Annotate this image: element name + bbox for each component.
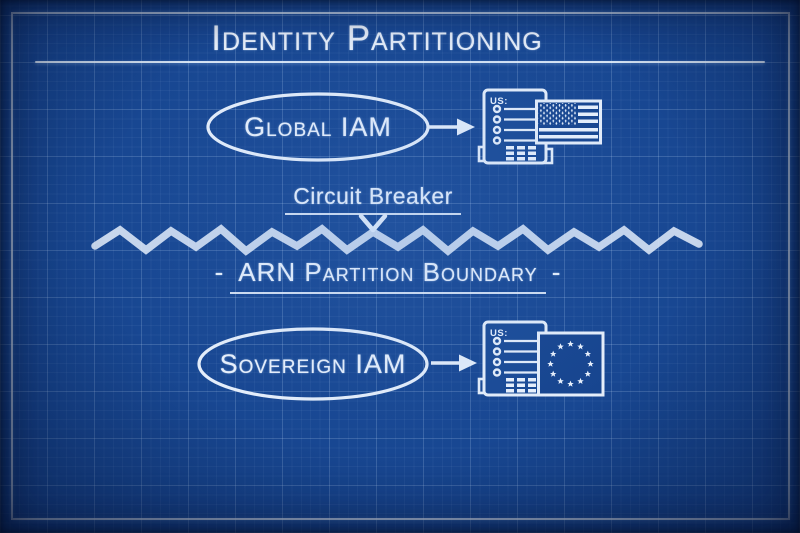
document-table-grid	[506, 378, 536, 393]
document-bullet-list	[492, 104, 540, 145]
arn-partition-boundary-label: -ARN Partition Boundary-	[0, 257, 776, 294]
title-underline	[35, 61, 765, 63]
eu-flag-icon	[537, 331, 605, 397]
boundary-dash: -	[214, 257, 225, 287]
global-iam-node-label: Global IAM	[244, 111, 392, 142]
us-flag-icon	[535, 99, 602, 145]
document-header-text: US:	[490, 328, 508, 339]
page-title: Identity Partitioning	[211, 19, 543, 58]
iam-policy-document-icon: US:	[477, 88, 554, 165]
right-arrow-icon	[429, 118, 475, 136]
us-flag-stripes	[539, 105, 598, 139]
document-table-grid	[506, 146, 536, 161]
us-flag-star-canton	[538, 103, 576, 125]
boundary-label-text: ARN Partition Boundary	[230, 257, 546, 294]
boundary-dash: -	[551, 257, 562, 287]
partition-boundary-zigzag	[91, 224, 703, 256]
document-header-text: US:	[490, 96, 508, 107]
circuit-breaker-label: Circuit Breaker	[0, 183, 746, 215]
global-iam-node-ellipse	[206, 92, 430, 162]
document-bullet-list	[492, 336, 540, 377]
right-arrow-icon	[431, 354, 477, 372]
sovereign-iam-node-ellipse	[197, 327, 429, 401]
circuit-breaker-label-text: Circuit Breaker	[285, 183, 461, 215]
sovereign-iam-node-label: Sovereign IAM	[219, 348, 407, 379]
